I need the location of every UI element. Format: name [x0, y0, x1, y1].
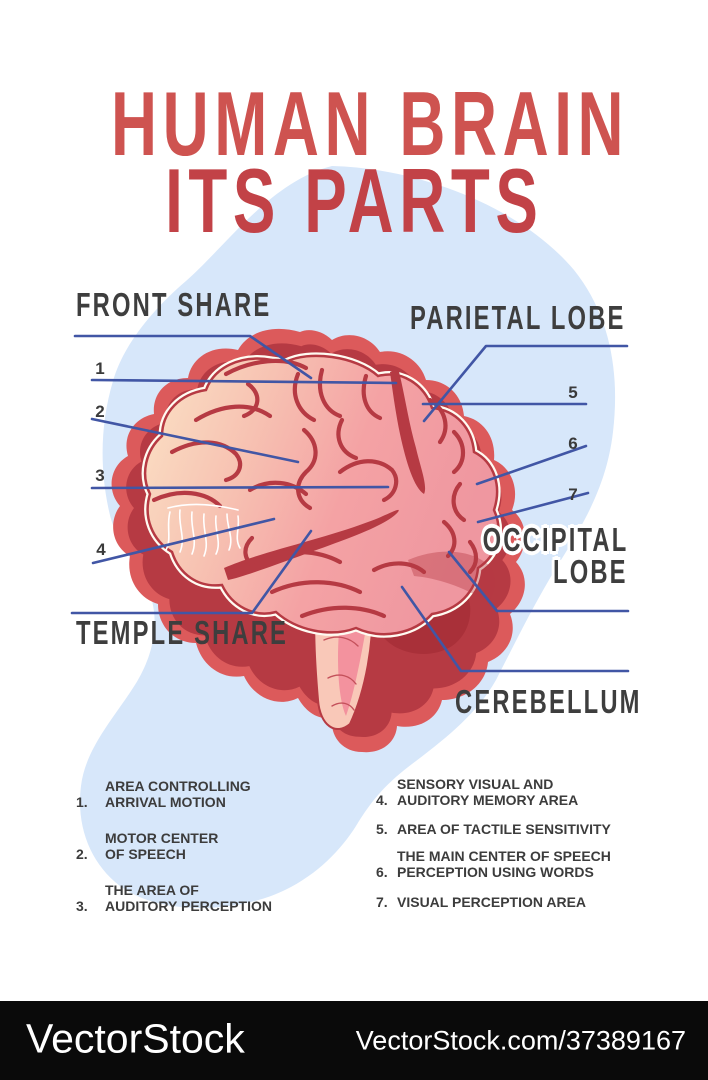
legend-num: 1. — [76, 794, 88, 810]
legend-text: AREA CONTROLLING ARRIVAL MOTION — [105, 778, 251, 810]
leader-occipital-lobe — [447, 550, 630, 613]
legend-item-5: 5. AREA OF TACTILE SENSITIVITY — [376, 821, 676, 837]
label-temple-share: TEMPLE SHARE — [76, 614, 289, 651]
leader-3 — [90, 485, 390, 490]
leader-front-share — [73, 334, 313, 380]
pointer-numbers: 1 2 3 4 5 6 7 — [95, 359, 577, 559]
legend-text: THE AREA OF AUDITORY PERCEPTION — [105, 882, 272, 914]
legend-left-column: 1. AREA CONTROLLING ARRIVAL MOTION 2. MO… — [76, 778, 306, 914]
legend-num: 5. — [376, 821, 388, 837]
legend-num: 7. — [376, 894, 388, 910]
label-front-share: FRONT SHARE — [76, 286, 272, 323]
pointer-6: 6 — [568, 434, 577, 453]
leader-cerebellum — [400, 585, 630, 673]
pointer-5: 5 — [568, 383, 577, 402]
legend-text: AREA OF TACTILE SENSITIVITY — [397, 821, 611, 837]
leader-7 — [476, 491, 590, 524]
pointer-7: 7 — [568, 485, 577, 504]
watermark-bar: VectorStock VectorStock.com/37389167 — [0, 1001, 708, 1080]
label-cerebellum: CEREBELLUM — [455, 683, 642, 720]
legend-item-1: 1. AREA CONTROLLING ARRIVAL MOTION — [76, 778, 306, 810]
legend-num: 6. — [376, 864, 388, 880]
gyri-lines — [151, 358, 479, 619]
pointer-3: 3 — [95, 466, 104, 485]
vectorstock-logo: VectorStock — [26, 1015, 245, 1062]
legend-text: MOTOR CENTER OF SPEECH — [105, 830, 219, 862]
title-line-1: HUMAN BRAIN — [111, 74, 630, 175]
brain — [111, 328, 525, 753]
leader-parietal-lobe — [422, 344, 629, 423]
leader-lines — [70, 334, 630, 673]
leader-temple-share — [70, 529, 313, 615]
legend-item-3: 3. THE AREA OF AUDITORY PERCEPTION — [76, 882, 306, 914]
poster-title: HUMAN BRAIN ITS PARTS — [0, 74, 708, 252]
legend-item-4: 4. SENSORY VISUAL AND AUDITORY MEMORY AR… — [376, 776, 676, 808]
leader-2 — [90, 417, 300, 464]
legend-item-2: 2. MOTOR CENTER OF SPEECH — [76, 830, 306, 862]
title-line-2: ITS PARTS — [164, 151, 544, 252]
pointer-1: 1 — [95, 359, 104, 378]
legend-num: 2. — [76, 846, 88, 862]
leader-1 — [90, 378, 398, 385]
pointer-2: 2 — [95, 402, 104, 421]
leader-6 — [475, 444, 588, 486]
legend-item-6: 6. THE MAIN CENTER OF SPEECH PERCEPTION … — [376, 848, 676, 880]
legend-text: THE MAIN CENTER OF SPEECH PERCEPTION USI… — [397, 848, 611, 880]
legend-num: 4. — [376, 792, 388, 808]
legend-item-7: 7. VISUAL PERCEPTION AREA — [376, 894, 676, 910]
pointer-4: 4 — [96, 540, 106, 559]
vectorstock-url: VectorStock.com/37389167 — [355, 1025, 686, 1055]
legend-text: VISUAL PERCEPTION AREA — [397, 894, 587, 910]
leader-4 — [91, 517, 276, 565]
nerve-roots — [165, 503, 241, 557]
label-parietal-lobe: PARIETAL LOBE — [410, 299, 626, 336]
legend-text: SENSORY VISUAL AND AUDITORY MEMORY AREA — [397, 776, 579, 808]
legend-num: 3. — [76, 898, 88, 914]
label-occipital-lobe: OCCIPITAL LOBE — [482, 521, 628, 590]
legend-right-column: 4. SENSORY VISUAL AND AUDITORY MEMORY AR… — [376, 776, 676, 910]
